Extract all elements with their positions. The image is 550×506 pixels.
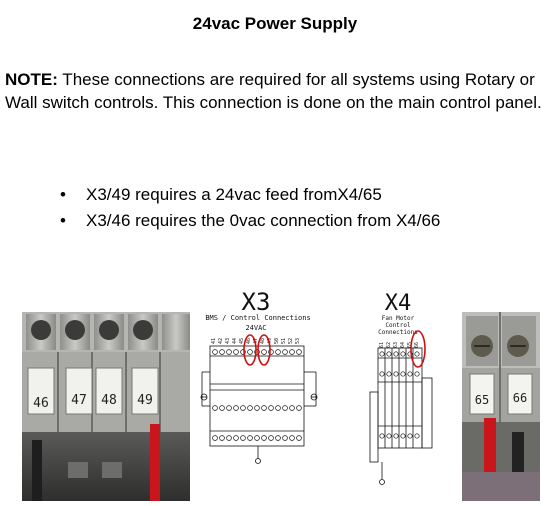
terminal-label: 47 — [71, 393, 87, 408]
x3-terminal-photo-graphic: 46 47 48 49 — [22, 312, 190, 501]
terminal-label: 48 — [101, 393, 117, 408]
terminal-number: 50 — [274, 338, 280, 344]
x4-diagram: X4 Fan Motor Control Connections 61 62 6… — [352, 286, 440, 496]
list-item: X3/49 requires a 24vac feed fromX4/65 — [60, 182, 440, 208]
x4-subtitle-line2: Control — [385, 322, 411, 329]
terminal-number: 47 — [253, 338, 259, 344]
x4-terminal-photo-graphic: 65 66 — [462, 312, 540, 501]
x3-highlight-circles — [243, 334, 271, 366]
x4-subtitle-line1: Fan Motor — [382, 315, 415, 322]
terminal-number: 52 — [288, 338, 294, 344]
x3-diagram: X3 BMS / Control Connections 24VAC 41 42… — [198, 286, 322, 482]
x3-heading: X3 — [242, 288, 271, 316]
terminal-number: 44 — [232, 338, 238, 344]
terminal-number: 46 — [246, 338, 252, 344]
terminal-number: 66 — [414, 342, 420, 348]
terminal-number: 65 — [407, 342, 413, 348]
x4-diagram-graphic: X4 Fan Motor Control Connections 61 62 6… — [369, 291, 433, 485]
page-title: 24vac Power Supply — [192, 14, 358, 33]
terminal-number: 41 — [211, 338, 217, 344]
note-label: NOTE: — [5, 70, 58, 89]
terminal-number: 62 — [386, 342, 392, 348]
list-item: X3/46 requires the 0vac connection from … — [60, 208, 440, 234]
x3-subtitle: BMS / Control Connections — [205, 314, 310, 322]
x3-diagram-graphic: X3 BMS / Control Connections 24VAC 41 42… — [200, 288, 318, 464]
terminal-number: 51 — [281, 338, 287, 344]
x4-highlight-circle — [410, 330, 426, 368]
terminal-label: 46 — [33, 396, 49, 411]
terminal-number: 64 — [400, 342, 406, 348]
terminal-label: 65 — [475, 393, 489, 407]
terminal-number: 42 — [218, 338, 224, 344]
x4-terminal-photo: 65 66 — [462, 312, 540, 501]
note-text: These connections are required for all s… — [5, 70, 542, 112]
terminal-number: 45 — [239, 338, 245, 344]
terminal-label: 49 — [137, 393, 153, 408]
terminal-number: 63 — [393, 342, 399, 348]
x3-terminal-photo: 46 47 48 49 — [22, 312, 190, 501]
terminal-number: 61 — [379, 342, 385, 348]
x4-subtitle-line3: Connections — [378, 329, 418, 336]
terminal-number: 53 — [295, 338, 301, 344]
terminal-number: 48 — [260, 338, 266, 344]
x4-heading: X4 — [385, 291, 412, 316]
terminal-number: 43 — [225, 338, 231, 344]
requirements-list: X3/49 requires a 24vac feed fromX4/65 X3… — [60, 182, 440, 234]
terminal-number: 49 — [267, 338, 273, 344]
note-paragraph: NOTE: These connections are required for… — [5, 68, 545, 114]
terminal-label: 66 — [513, 391, 527, 405]
x3-voltage-label: 24VAC — [245, 324, 266, 332]
